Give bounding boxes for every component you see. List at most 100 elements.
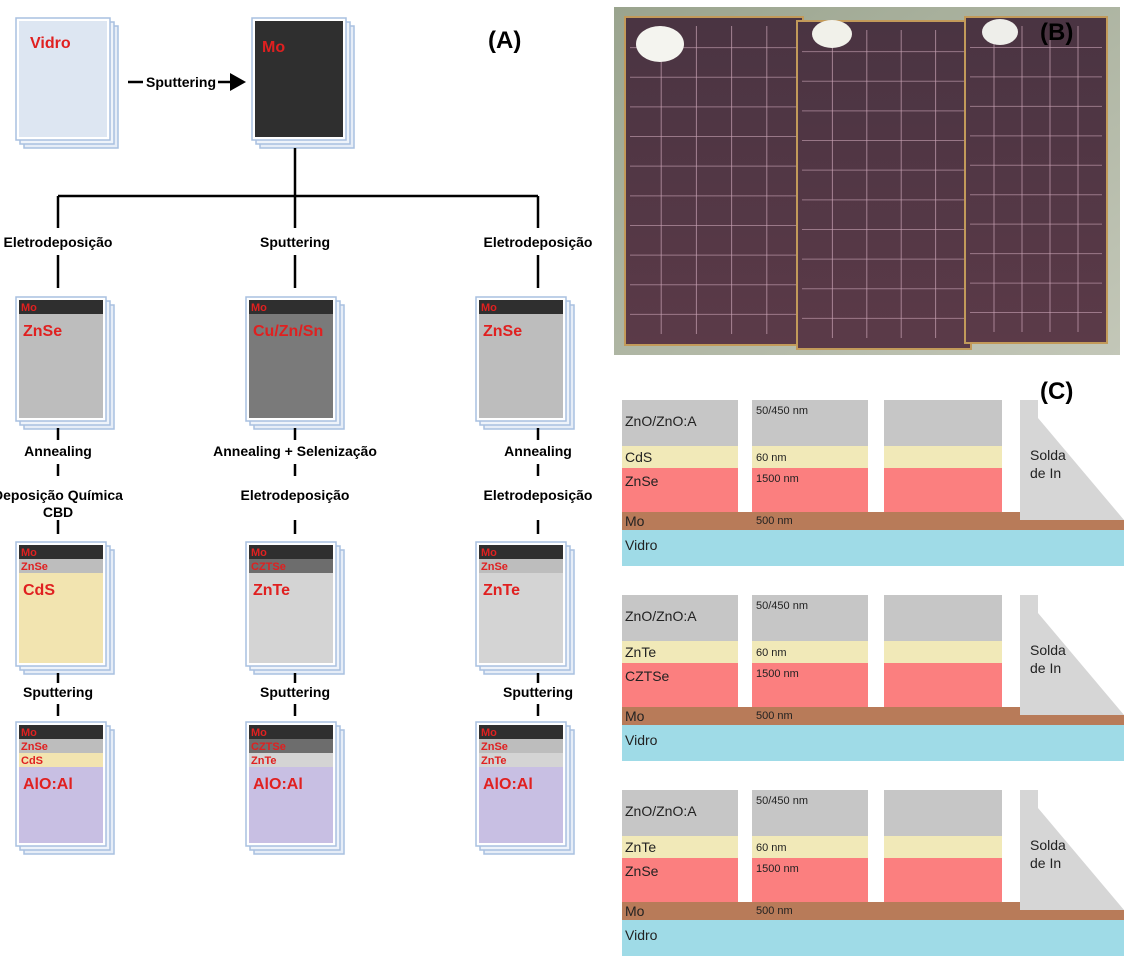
- step-3-label-line2: CBD: [43, 504, 73, 520]
- panel-b-device-photo: (B): [614, 7, 1120, 355]
- main-layer: [19, 314, 103, 418]
- thickness-label-absorber: 1500 nm: [756, 863, 799, 875]
- step-2-label: Annealing: [24, 443, 92, 459]
- step-3-label: Deposição Química: [0, 487, 123, 503]
- thin-layer-mo: [249, 725, 333, 739]
- thin-layer-label: Mo: [251, 727, 267, 739]
- buffer-layer-block: [884, 641, 1002, 663]
- solder-label-line1: Solda: [1030, 447, 1066, 463]
- step-2-label: Annealing + Selenização: [213, 443, 377, 459]
- indium-solder-contact: [1020, 595, 1124, 715]
- solder-label-line2: de In: [1030, 465, 1061, 481]
- mo-label: Mo: [262, 39, 285, 56]
- main-layer: [19, 573, 103, 663]
- thin-layer-label: ZnSe: [21, 741, 48, 753]
- solar-cell-sample-3: [964, 16, 1108, 344]
- thin-layer-mo: [19, 725, 103, 739]
- thin-layer-mo: [249, 545, 333, 559]
- main-layer: [479, 767, 563, 843]
- indium-solder-contact: [1020, 790, 1124, 910]
- main-layer-label: CdS: [23, 582, 55, 599]
- thin-layer-label: CZTSe: [251, 561, 286, 573]
- thickness-label-buffer: 60 nm: [756, 842, 787, 854]
- step-4-label: Sputtering: [260, 684, 330, 700]
- layer-label-mo: Mo: [625, 903, 645, 919]
- panel-b-label: (B): [1040, 19, 1073, 46]
- top-sputtering-label: Sputtering: [146, 74, 216, 90]
- layer-label-buffer: CdS: [625, 449, 652, 465]
- arrow-head: [230, 73, 246, 91]
- solder-label-line1: Solda: [1030, 642, 1066, 658]
- solder-label-line1: Solda: [1030, 837, 1066, 853]
- layer-label-vidro: Vidro: [625, 732, 658, 748]
- zno-window-block: [884, 790, 1002, 836]
- main-layer: [479, 573, 563, 663]
- thin-layer-mo: [479, 300, 563, 314]
- layer-label-window: ZnO/ZnO:A: [625, 413, 697, 429]
- layer-label-absorber: ZnSe: [625, 863, 659, 879]
- layer-label-window: ZnO/ZnO:A: [625, 803, 697, 819]
- step-4-label: Sputtering: [503, 684, 573, 700]
- thin-layer-label: Mo: [21, 547, 37, 559]
- layer-label-buffer: ZnTe: [625, 839, 656, 855]
- layer-label-vidro: Vidro: [625, 927, 658, 943]
- layer-label-window: ZnO/ZnO:A: [625, 608, 697, 624]
- panel-a-process-flow: (A)VidroSputteringMoEletrodeposiçãoMoZnS…: [0, 17, 592, 855]
- thin-layer-znse: [479, 739, 563, 753]
- thin-layer-mo: [19, 300, 103, 314]
- main-layer-label: AlO:Al: [483, 776, 533, 793]
- thin-layer-mo: [479, 725, 563, 739]
- cell-surface: [626, 18, 802, 344]
- zno-window-block: [884, 400, 1002, 446]
- buffer-layer-block: [884, 836, 1002, 858]
- solder-label-line2: de In: [1030, 855, 1061, 871]
- vidro-label: Vidro: [30, 35, 71, 52]
- thin-layer-label: ZnSe: [481, 741, 508, 753]
- vidro-fill: [19, 21, 107, 137]
- thickness-label-buffer: 60 nm: [756, 452, 787, 464]
- solder-blob: [982, 19, 1018, 45]
- step-3-label: Eletrodeposição: [241, 487, 350, 503]
- mo-back-contact: [622, 902, 1020, 920]
- main-layer: [479, 314, 563, 418]
- absorber-layer-block: [752, 468, 868, 512]
- main-layer-label: ZnTe: [483, 582, 520, 599]
- zno-window-block: [752, 400, 868, 446]
- thin-layer-znte: [249, 753, 333, 767]
- thin-layer-cztse: [249, 559, 333, 573]
- buffer-layer-block: [622, 641, 738, 663]
- thin-layer-label: Mo: [251, 302, 267, 314]
- absorber-layer-block: [622, 663, 738, 707]
- solder-blob: [636, 26, 684, 62]
- zno-window-block: [752, 595, 868, 641]
- thickness-label-absorber: 1500 nm: [756, 473, 799, 485]
- mo-back-contact-step: [1020, 910, 1124, 920]
- thin-layer-cztse: [249, 739, 333, 753]
- main-layer: [19, 767, 103, 843]
- zno-window-block: [752, 790, 868, 836]
- panel-c-label: (C): [1040, 378, 1073, 405]
- absorber-layer-block: [752, 858, 868, 902]
- buffer-layer-block: [884, 446, 1002, 468]
- mo-back-contact: [622, 707, 1020, 725]
- solder-label-line2: de In: [1030, 660, 1061, 676]
- thin-layer-znse: [19, 739, 103, 753]
- vidro-substrate-box: Vidro: [15, 17, 119, 149]
- solar-cell-sample-2: [796, 20, 972, 350]
- main-layer-label: AlO:Al: [23, 776, 73, 793]
- main-layer-label: Cu/Zn/Sn: [253, 323, 323, 340]
- step-1-label: Eletrodeposição: [4, 234, 113, 250]
- thin-layer-mo: [479, 545, 563, 559]
- mo-back-contact-step: [1020, 715, 1124, 725]
- thickness-label-window: 50/450 nm: [756, 795, 808, 807]
- buffer-layer-block: [752, 446, 868, 468]
- thin-layer-cds: [19, 753, 103, 767]
